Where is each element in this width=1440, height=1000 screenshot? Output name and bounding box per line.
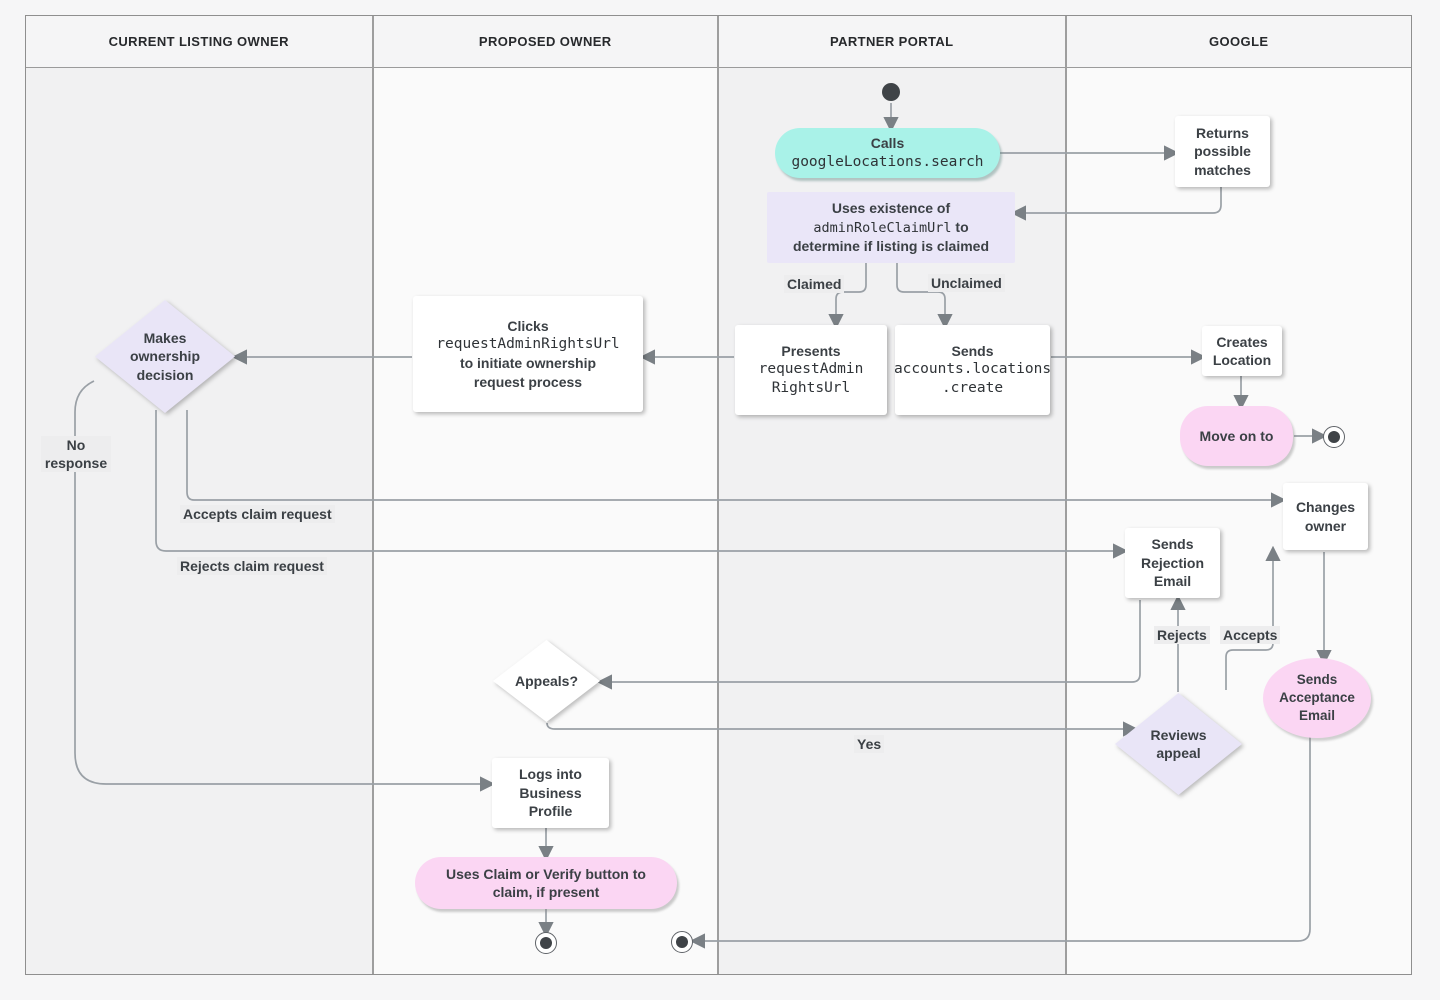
- lane-header: PROPOSED OWNER: [373, 16, 717, 68]
- node-title: Calls: [870, 135, 905, 152]
- node-text: Move on to: [1199, 427, 1274, 444]
- node-sends-rejection-email: Sends Rejection Email: [1125, 528, 1220, 598]
- decision-text: Makes ownership decision: [129, 330, 200, 383]
- node-presents-requestadminrightsurl: Presents requestAdmin RightsUrl: [735, 325, 887, 415]
- node-line: Uses existence of: [831, 200, 951, 217]
- end-node-create: [1323, 426, 1345, 448]
- start-node: [882, 83, 900, 101]
- lane-partner-portal: PARTNER PORTAL: [719, 16, 1067, 974]
- node-text: Logs into Business Profile: [519, 766, 582, 820]
- edge-label-accepts-claim-request: Accepts claim request: [180, 505, 335, 524]
- node-sends-acceptance-email: Sends Acceptance Email: [1263, 658, 1371, 738]
- end-dot: [676, 936, 688, 948]
- edge-label-accepts: Accepts: [1220, 626, 1281, 645]
- lane-title: PROPOSED OWNER: [478, 34, 612, 49]
- edge-label-yes: Yes: [854, 735, 885, 754]
- node-sends-accounts-locations-create: Sends accounts.locations .create: [893, 325, 1052, 415]
- node-code: adminRoleClaimUrl: [813, 219, 952, 236]
- decision-appeals: Appeals?: [493, 640, 600, 722]
- node-code: googleLocations.search: [791, 153, 984, 170]
- node-code: accounts.locations: [893, 361, 1052, 378]
- node-calls-googlelocations-search: Calls googleLocations.search: [775, 128, 1000, 178]
- node-clicks-requestadminrightsurl: Clicks requestAdminRightsUrl to initiate…: [413, 296, 643, 412]
- node-line: determine if listing is claimed: [792, 238, 990, 255]
- node-text: Sends Acceptance Email: [1279, 672, 1355, 723]
- node-uses-claim-or-verify: Uses Claim or Verify button to claim, if…: [415, 857, 677, 909]
- node-creates-location: Creates Location: [1202, 326, 1282, 376]
- decision-makes-ownership-decision: Makes ownership decision: [95, 300, 235, 413]
- node-returns-possible-matches: Returns possible matches: [1175, 116, 1270, 187]
- node-uses-existence-adminroleclaimurl: Uses existence of adminRoleClaimUrl to d…: [767, 192, 1015, 263]
- decision-reviews-appeal: Reviews appeal: [1115, 693, 1242, 795]
- lane-title: GOOGLE: [1209, 34, 1269, 49]
- lane-header: PARTNER PORTAL: [719, 16, 1065, 68]
- lane-header: CURRENT LISTING OWNER: [26, 16, 372, 68]
- end-node-acceptance: [671, 931, 693, 953]
- edge-label-claimed: Claimed: [784, 275, 845, 294]
- node-title: Sends: [951, 342, 994, 359]
- node-code: requestAdmin: [758, 361, 864, 378]
- lane-title: CURRENT LISTING OWNER: [108, 34, 289, 49]
- edge-label-no-response: No response: [41, 436, 111, 473]
- node-title: Presents: [781, 342, 841, 359]
- node-code: requestAdminRightsUrl: [436, 336, 620, 353]
- node-text: Creates Location: [1212, 333, 1272, 368]
- node-line-suffix: to: [951, 218, 969, 235]
- node-changes-owner: Changes owner: [1283, 483, 1368, 550]
- end-dot: [1328, 431, 1340, 443]
- lane-current-listing-owner: CURRENT LISTING OWNER: [26, 16, 374, 974]
- node-text: Returns possible matches: [1194, 124, 1251, 178]
- end-node-claim: [535, 932, 557, 954]
- node-line: adminRoleClaimUrl to: [813, 218, 968, 238]
- edge-label-rejects: Rejects: [1154, 626, 1210, 645]
- node-logs-into-business-profile: Logs into Business Profile: [492, 758, 609, 828]
- edge-label-unclaimed: Unclaimed: [928, 274, 1005, 293]
- decision-text: Reviews appeal: [1150, 726, 1207, 761]
- edge-label-rejects-claim-request: Rejects claim request: [177, 557, 327, 576]
- node-move-on-to: Move on to: [1180, 406, 1293, 466]
- node-title: Clicks: [507, 317, 549, 334]
- node-text: Uses Claim or Verify button to claim, if…: [446, 865, 646, 900]
- node-code: RightsUrl: [771, 380, 851, 397]
- node-text: Sends Rejection Email: [1140, 536, 1204, 590]
- decision-text: Appeals?: [514, 672, 578, 689]
- lane-header: GOOGLE: [1066, 16, 1411, 68]
- node-line: to initiate ownership: [459, 355, 597, 372]
- node-line: request process: [473, 373, 583, 390]
- end-dot: [540, 937, 552, 949]
- node-code: .create: [941, 380, 1004, 397]
- node-text: Changes owner: [1295, 499, 1356, 534]
- lane-title: PARTNER PORTAL: [829, 34, 954, 49]
